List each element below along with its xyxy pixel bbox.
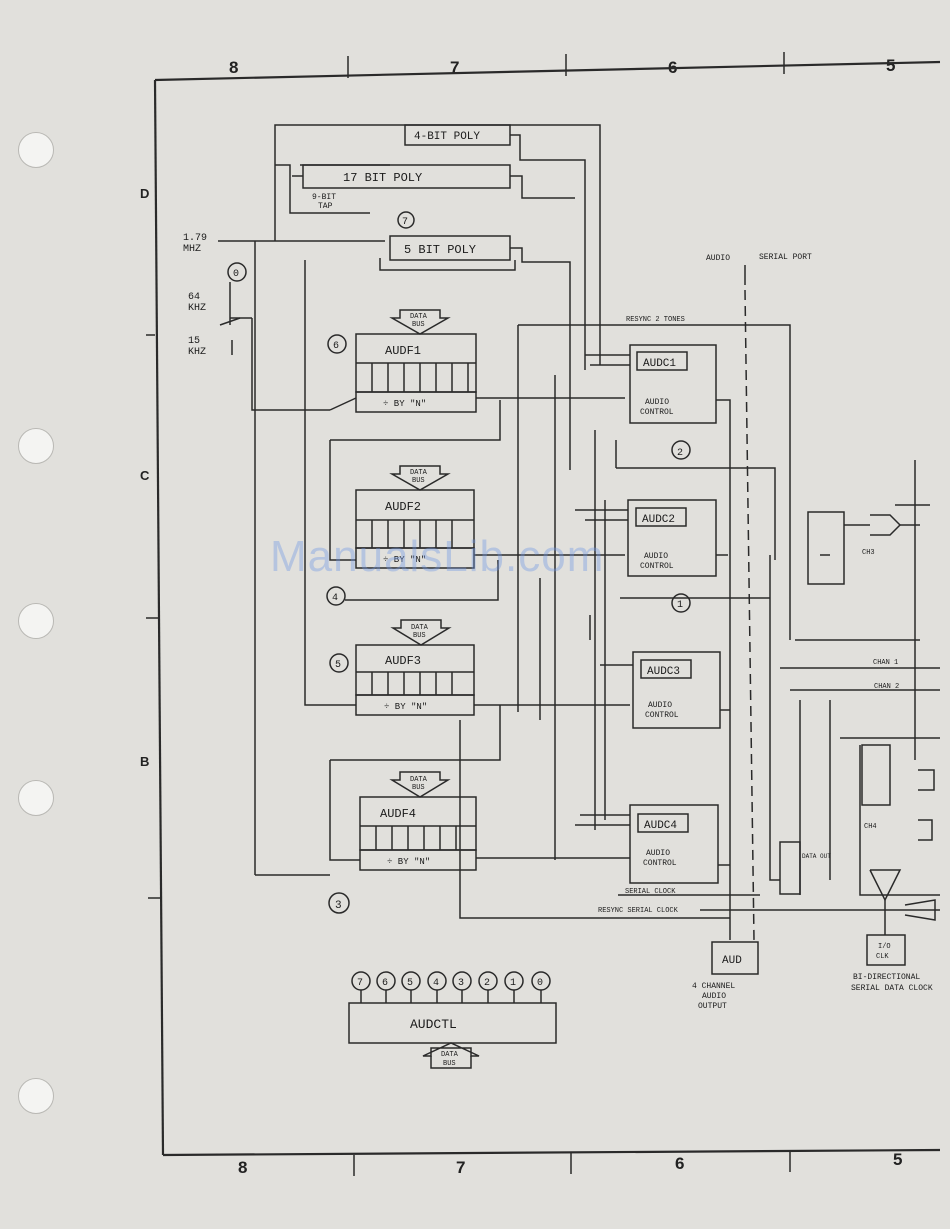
binder-hole xyxy=(18,428,54,464)
margin-letter: D xyxy=(140,186,150,201)
binder-hole xyxy=(18,780,54,816)
audio-control-label: CONTROL xyxy=(643,859,677,868)
poly-17-label: 17 BIT POLY xyxy=(343,171,422,185)
binder-hole xyxy=(18,603,54,639)
audctl-bit: 4 xyxy=(433,978,439,989)
clock-freq-label: 1.79 xyxy=(183,233,207,244)
divider-label: ÷ BY "N" xyxy=(383,555,426,565)
clock-15-label: 15 xyxy=(188,336,200,347)
data-bus-label: DATA xyxy=(410,313,428,321)
bit-marker: 4 xyxy=(332,593,338,604)
bit-marker: 3 xyxy=(335,900,342,912)
audio-control-label: AUDIO xyxy=(648,701,672,710)
data-bus-label: BUS xyxy=(412,784,425,792)
audctl-label: AUDCTL xyxy=(410,1017,457,1032)
zone-label: 8 xyxy=(238,1158,248,1177)
margin-letter: B xyxy=(140,754,150,769)
binder-hole xyxy=(18,132,54,168)
data-bus-label: DATA xyxy=(411,624,429,632)
audctl-bit: 6 xyxy=(382,978,388,989)
bidir-caption: SERIAL DATA CLOCK xyxy=(851,984,933,993)
data-bus-label: BUS xyxy=(413,632,426,640)
audf2-label: AUDF2 xyxy=(385,500,421,514)
bit-marker: 6 xyxy=(333,341,339,352)
poly-4-label: 4-BIT POLY xyxy=(414,131,480,143)
audc3-label: AUDC3 xyxy=(647,666,680,678)
divider-label: ÷ BY "N" xyxy=(387,857,430,867)
data-bus-label: DATA xyxy=(441,1051,459,1059)
bit-marker: 2 xyxy=(677,448,683,459)
audctl-bit: 0 xyxy=(537,978,543,989)
audctl-bit: 3 xyxy=(458,978,464,989)
data-out-label: DATA OUT xyxy=(802,853,831,860)
poly-9-tap-label: 9-BIT xyxy=(312,193,336,202)
bit-marker: 0 xyxy=(233,269,239,280)
serial-clock-label: SERIAL CLOCK xyxy=(625,888,676,896)
ch4-label: CH4 xyxy=(864,823,877,831)
poly-5-label: 5 BIT POLY xyxy=(404,243,476,257)
audio-control-label: AUDIO xyxy=(646,849,670,858)
output-caption: OUTPUT xyxy=(698,1002,727,1011)
audf3-label: AUDF3 xyxy=(385,654,421,668)
ch3-label: CH3 xyxy=(862,549,875,557)
serial-side-label: SERIAL PORT xyxy=(759,253,812,262)
bidir-caption: BI-DIRECTIONAL xyxy=(853,973,920,982)
audc1-label: AUDC1 xyxy=(643,358,676,370)
divider-label: ÷ BY "N" xyxy=(383,399,426,409)
bit-marker: 7 xyxy=(402,217,408,228)
clock-15-label: KHZ xyxy=(188,347,206,358)
audc2-label: AUDC2 xyxy=(642,514,675,526)
data-bus-label: BUS xyxy=(443,1060,456,1068)
data-bus-label: DATA xyxy=(410,469,428,477)
clock-64-label: KHZ xyxy=(188,303,206,314)
data-bus-label: DATA xyxy=(410,776,428,784)
margin-letter: C xyxy=(140,468,150,483)
audio-control-label: CONTROL xyxy=(645,711,679,720)
watermark: ManualsLib.com xyxy=(270,532,605,581)
audio-control-label: AUDIO xyxy=(645,398,669,407)
io-clk-label: I/O xyxy=(878,943,891,951)
audio-control-label: CONTROL xyxy=(640,408,674,417)
audio-control-label: CONTROL xyxy=(640,562,674,571)
output-caption: 4 CHANNEL xyxy=(692,982,735,991)
resync-clock-label: RESYNC SERIAL CLOCK xyxy=(598,907,679,915)
chan1-label: CHAN 1 xyxy=(873,659,898,667)
audio-control-label: AUDIO xyxy=(644,552,668,561)
divider-label: ÷ BY "N" xyxy=(384,702,427,712)
clock-freq-label: MHZ xyxy=(183,244,201,255)
data-bus-label: BUS xyxy=(412,321,425,329)
chan2-label: CHAN 2 xyxy=(874,683,899,691)
audctl-bit: 2 xyxy=(484,978,490,989)
bit-marker: 5 xyxy=(335,660,341,671)
zone-label: 5 xyxy=(886,56,896,75)
audc4-label: AUDC4 xyxy=(644,820,677,832)
audf4-label: AUDF4 xyxy=(380,807,416,821)
audctl-bit: 1 xyxy=(510,978,516,989)
zone-label: 8 xyxy=(229,58,239,77)
data-bus-label: BUS xyxy=(412,477,425,485)
audctl-bit: 7 xyxy=(357,978,363,989)
clock-64-label: 64 xyxy=(188,292,200,303)
audctl-bit: 5 xyxy=(407,978,413,989)
binder-hole xyxy=(18,1078,54,1114)
zone-label: 6 xyxy=(675,1154,685,1173)
bit-marker: 1 xyxy=(677,600,683,611)
aud-output-label: AUD xyxy=(722,955,742,967)
resync-label: RESYNC 2 TONES xyxy=(626,316,685,324)
output-caption: AUDIO xyxy=(702,992,726,1001)
zone-label: 7 xyxy=(456,1158,466,1177)
poly-9-tap-label: TAP xyxy=(318,202,333,211)
zone-label: 5 xyxy=(893,1150,903,1169)
zone-label: 7 xyxy=(450,58,460,77)
io-clk-label: CLK xyxy=(876,953,889,961)
audf1-label: AUDF1 xyxy=(385,344,421,358)
audio-side-label: AUDIO xyxy=(706,254,730,263)
